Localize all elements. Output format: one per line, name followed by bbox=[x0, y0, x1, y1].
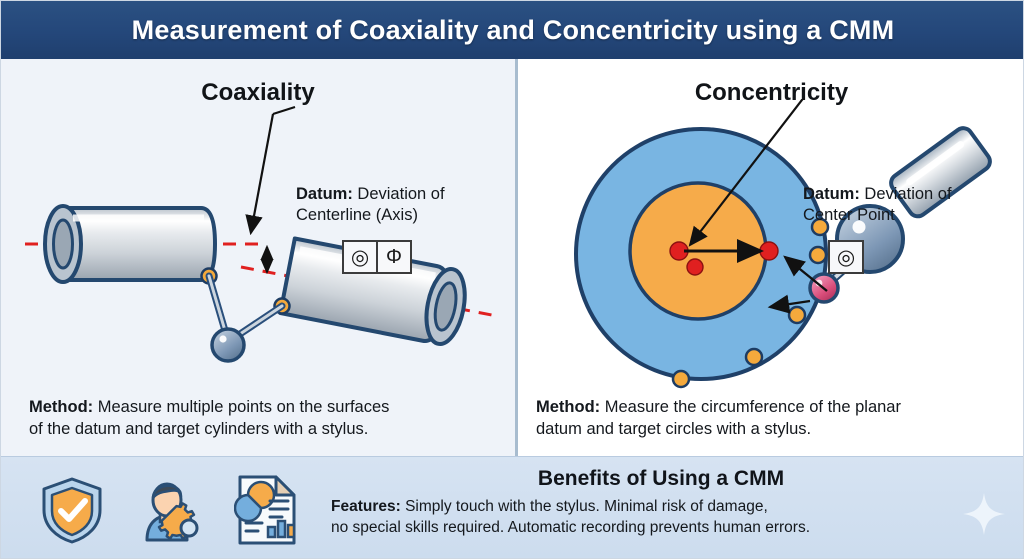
panel-coaxiality: Coaxiality bbox=[1, 59, 515, 456]
target-center-point bbox=[759, 241, 779, 261]
stylus-probe bbox=[205, 272, 286, 363]
datum-cylinder bbox=[43, 204, 217, 284]
benefits-title: Benefits of Using a CMM bbox=[537, 467, 785, 490]
benefits-band: Benefits of Using a CMM Features: Simply… bbox=[1, 456, 1023, 558]
diameter-symbol-icon: Φ bbox=[386, 245, 402, 268]
concentricity-figure bbox=[574, 99, 992, 389]
sparkle-icon bbox=[963, 493, 1005, 535]
gdt-frame-concentricity: ◎ bbox=[828, 240, 864, 274]
method-line2: datum and target circles with a stylus. bbox=[536, 419, 812, 438]
page-title: Measurement of Coaxiality and Concentric… bbox=[131, 14, 895, 45]
features-line1: Simply touch with the stylus. Minimal ri… bbox=[400, 498, 768, 515]
gdt-frame-coaxiality: ◎ Φ bbox=[342, 240, 412, 274]
probe-point bbox=[810, 217, 830, 237]
panel-title-concentricity: Concentricity bbox=[694, 79, 849, 106]
benefits-icon-row bbox=[23, 465, 313, 555]
report-document-icon bbox=[234, 475, 296, 545]
measure-arrow bbox=[783, 255, 828, 292]
features-text: Features: Simply touch with the stylus. … bbox=[331, 497, 991, 539]
concentricity-symbol-icon: ◎ bbox=[836, 245, 856, 269]
stylus-ball bbox=[210, 327, 246, 363]
method-label: Method: bbox=[536, 398, 601, 417]
callout-leader-line bbox=[245, 113, 275, 236]
panels-container: Coaxiality bbox=[1, 59, 1023, 456]
method-line2: of the datum and target cylinders with a… bbox=[29, 419, 369, 438]
shield-check-icon bbox=[42, 477, 102, 544]
datum-label: Datum: bbox=[803, 185, 860, 203]
datum-callout-concentricity: Datum: Deviation of Center Point bbox=[803, 184, 1018, 225]
features-line2: no special skills required. Automatic re… bbox=[331, 518, 811, 536]
probe-point bbox=[744, 347, 764, 367]
callout-leader-line bbox=[688, 99, 805, 247]
header-bar: Measurement of Coaxiality and Concentric… bbox=[1, 1, 1023, 59]
datum-label: Datum: bbox=[296, 185, 353, 203]
measure-arrow bbox=[767, 294, 811, 314]
datum-text-line1: Deviation of bbox=[859, 185, 952, 203]
method-text-coaxiality: Method: Measure multiple points on the s… bbox=[29, 397, 499, 440]
coaxiality-figure bbox=[25, 105, 498, 363]
method-label: Method: bbox=[29, 398, 94, 417]
panel-title-coaxiality: Coaxiality bbox=[201, 79, 315, 106]
probe-point bbox=[787, 305, 807, 325]
gear-glyph bbox=[157, 502, 199, 540]
datum-text-line2: Center Point bbox=[803, 205, 895, 224]
features-label: Features: bbox=[331, 498, 401, 515]
probe-point bbox=[671, 369, 691, 389]
secondary-center-point bbox=[686, 258, 704, 276]
method-line1: Measure the circumference of the planar bbox=[600, 398, 901, 417]
method-text-concentricity: Method: Measure the circumference of the… bbox=[536, 397, 1016, 440]
method-line1: Measure multiple points on the surfaces bbox=[93, 398, 390, 417]
target-cylinder bbox=[278, 236, 467, 346]
person-gear-icon bbox=[145, 482, 199, 542]
panel-concentricity: Concentricity bbox=[515, 59, 1023, 456]
datum-text-line1: Deviation of bbox=[352, 185, 445, 203]
concentricity-symbol-icon: ◎ bbox=[344, 242, 378, 272]
datum-text-line2: Centerline (Axis) bbox=[296, 205, 418, 224]
probe-point bbox=[808, 245, 828, 265]
datum-callout-coaxiality: Datum: Deviation of Centerline (Axis) bbox=[296, 184, 506, 225]
